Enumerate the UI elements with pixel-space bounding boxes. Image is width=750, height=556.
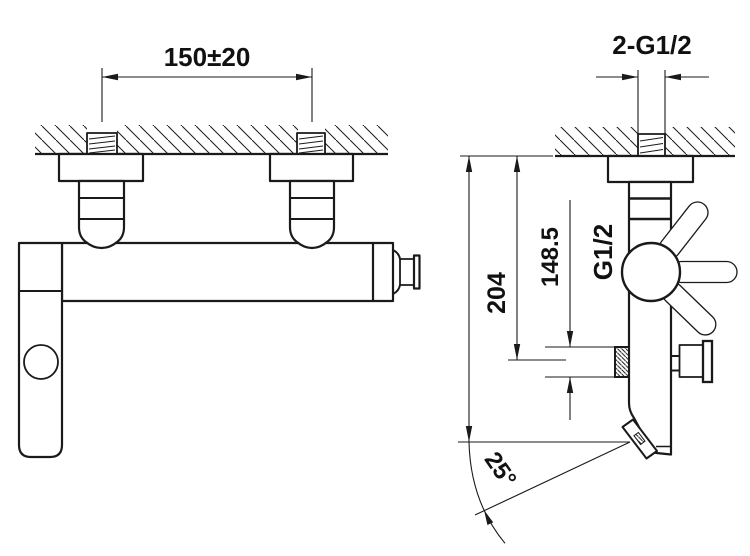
spout-aerator	[621, 418, 658, 460]
dim-spout-angle-label: 25°	[479, 447, 522, 492]
dim-body-height-label: 204	[483, 272, 511, 314]
escutcheon-side	[606, 154, 695, 184]
dim-outlet-thread-label: G1/2	[588, 224, 618, 280]
inlet-thread-right	[296, 132, 326, 155]
shower-outlet-thread	[614, 346, 630, 378]
dim-body-height: 204	[483, 156, 566, 361]
dimensions: 150±20 2-G1/2 204	[101, 30, 709, 544]
handle-hub	[620, 241, 682, 303]
diverter-button	[23, 344, 59, 380]
inlet-thread-left	[86, 132, 118, 155]
faucet-body-front	[60, 241, 395, 303]
dim-inlet-thread: 2-G1/2	[596, 30, 709, 134]
diverter-knob-side	[671, 339, 714, 384]
dim-spout-angle: 25°	[458, 441, 631, 544]
handle-column-front	[17, 241, 64, 459]
union-nut-left	[77, 179, 126, 250]
escutcheon-right	[268, 152, 355, 183]
escutcheon-left	[57, 152, 145, 183]
front-view	[17, 125, 421, 459]
dim-inlet-thread-label: 2-G1/2	[612, 30, 692, 60]
union-nut-right	[288, 179, 336, 250]
wall-hatch-front	[35, 125, 388, 154]
dim-inlet-spacing-label: 150±20	[164, 42, 251, 72]
outlet-nozzle-front	[392, 249, 421, 295]
dim-overall-vertical	[465, 156, 473, 442]
wall-hatch-side	[555, 127, 735, 156]
faucet-body-side	[627, 180, 673, 456]
dim-outlet-offset: 148.5 G1/2	[537, 200, 618, 420]
side-view	[555, 127, 738, 460]
dim-outlet-offset-label: 148.5	[537, 227, 564, 287]
inlet-thread-side	[637, 133, 666, 157]
dim-inlet-spacing: 150±20	[101, 42, 313, 122]
